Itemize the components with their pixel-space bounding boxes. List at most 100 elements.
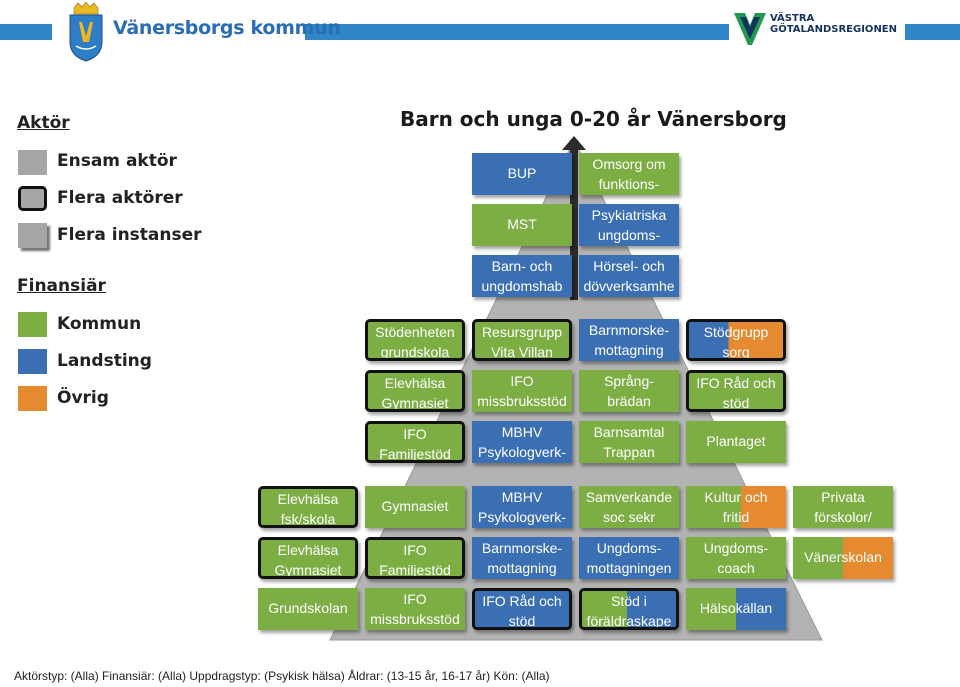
pyramid-center-spine: [570, 140, 578, 300]
box-line1: MBHV: [501, 489, 543, 505]
box-horsel-och-dovverksamhet[interactable]: Hörsel- och dövverksamhe: [579, 255, 679, 297]
box-ungdomscoach[interactable]: Ungdoms- coach: [686, 537, 786, 579]
box-line2: Familjestöd: [379, 562, 451, 578]
box-ifo-missbruksstod-upper[interactable]: IFO missbruksstöd: [472, 370, 572, 412]
box-line1: Gymnasiet: [381, 498, 449, 514]
legend-label-multi: Flera aktörer: [57, 188, 183, 208]
box-omsorg-om-funktions[interactable]: Omsorg om funktions-: [579, 153, 679, 195]
box-stodenheten-grundskola[interactable]: Stödenheten grundskola: [365, 319, 465, 361]
region-line-2: GÖTALANDSREGIONEN: [770, 24, 898, 35]
legend-swatch-kommun: [18, 312, 47, 337]
legend-label-instances: Flera instanser: [57, 225, 202, 245]
box-line1: IFO: [403, 591, 427, 607]
box-line2: Trappan: [603, 444, 655, 460]
box-line1: IFO: [510, 373, 534, 389]
box-privata-forskolor[interactable]: Privata förskolor/: [793, 486, 893, 528]
box-line1: Plantaget: [706, 433, 766, 449]
box-line2: missbruksstöd: [477, 393, 567, 409]
box-line1: Stöd i: [611, 593, 647, 609]
pyramid-arrow-head: [562, 136, 586, 150]
box-line2: mottagning: [487, 560, 557, 576]
box-line1: Stödgrupp: [703, 324, 769, 340]
box-ifo-rad-och-stod-lower[interactable]: IFO Råd och stöd: [472, 588, 572, 630]
box-mst[interactable]: MST: [472, 204, 572, 246]
box-psykiatriska-ungdoms[interactable]: Psykiatriska ungdoms-: [579, 204, 679, 246]
box-line2: Psykologverk-: [478, 444, 566, 460]
box-vanerskolan[interactable]: Vänerskolan: [793, 537, 893, 579]
box-line2: föräldraskape: [586, 613, 672, 629]
box-line1: Hälsokällan: [699, 600, 773, 616]
box-mbhv-psykologverk-lower[interactable]: MBHV Psykologverk-: [472, 486, 572, 528]
box-line2: sorg: [722, 344, 750, 360]
box-bup[interactable]: BUP: [472, 153, 572, 195]
legend-actor-heading: Aktör: [17, 113, 70, 133]
box-ifo-familjestod-upper[interactable]: IFO Familjestöd: [365, 421, 465, 463]
box-ifo-familjestod-lower[interactable]: IFO Familjestöd: [365, 537, 465, 579]
box-line2: missbruksstöd: [370, 611, 460, 627]
box-line1: IFO Råd och: [696, 375, 776, 391]
box-line1: IFO Råd och: [482, 593, 562, 609]
box-ungdomsmottagningen[interactable]: Ungdoms- mottagningen: [579, 537, 679, 579]
box-line2: mottagning: [594, 342, 664, 358]
diagram-title: Barn och unga 0-20 år Vänersborg: [400, 107, 787, 131]
box-line1: BUP: [507, 165, 537, 181]
box-plantaget[interactable]: Plantaget: [686, 421, 786, 463]
box-barnmorskemottagning-top[interactable]: Barnmorske- mottagning: [579, 319, 679, 361]
box-line2: dövverksamhe: [583, 278, 675, 294]
legend-swatch-instances: [18, 223, 47, 248]
legend-label-ovrig: Övrig: [57, 388, 109, 408]
box-gymnasiet[interactable]: Gymnasiet: [365, 486, 465, 528]
box-stodgrupp-sorg[interactable]: Stödgrupp sorg: [686, 319, 786, 361]
box-grundskolan[interactable]: Grundskolan: [258, 588, 358, 630]
header-band-left: [0, 24, 52, 40]
box-line1: Hörsel- och: [593, 258, 665, 274]
filter-summary: Aktörstyp: (Alla) Finansiär: (Alla) Uppd…: [14, 669, 550, 683]
box-line1: IFO: [403, 426, 427, 442]
box-elevhalsa-fsk-skola[interactable]: Elevhälsa fsk/skola: [258, 486, 358, 528]
box-barn-och-ungdomshab[interactable]: Barn- och ungdomshab: [472, 255, 572, 297]
region-line-1: VÄSTRA: [770, 13, 815, 24]
box-line1: Privata: [821, 489, 865, 505]
box-kultur-och-fritid[interactable]: Kultur och fritid: [686, 486, 786, 528]
box-line1: Elevhälsa: [384, 375, 446, 391]
box-barnsamtal-trappan[interactable]: Barnsamtal Trappan: [579, 421, 679, 463]
box-line1: Barnsamtal: [593, 424, 665, 440]
box-line1: Elevhälsa: [277, 542, 339, 558]
box-elevhalsa-gymnasiet-lower[interactable]: Elevhälsa Gymnasiet: [258, 537, 358, 579]
box-ifo-missbruksstod-lower[interactable]: IFO missbruksstöd: [365, 588, 465, 630]
box-line1: Ungdoms-: [596, 540, 662, 556]
box-resursgrupp-vita-villan[interactable]: Resursgrupp Vita Villan: [472, 319, 572, 361]
box-line1: Samverkande: [585, 489, 673, 505]
box-line1: MBHV: [501, 424, 543, 440]
box-mbhv-psykologverk-upper[interactable]: MBHV Psykologverk-: [472, 421, 572, 463]
box-ifo-rad-och-stod-upper[interactable]: IFO Råd och stöd: [686, 370, 786, 412]
box-line1: Språng-: [604, 373, 654, 389]
box-line1: Psykiatriska: [591, 207, 667, 223]
coat-of-arms-logo: [66, 1, 106, 62]
box-line2: Vita Villan: [491, 344, 553, 360]
box-barnmorskemottagning-lower[interactable]: Barnmorske- mottagning: [472, 537, 572, 579]
box-line2: coach: [717, 560, 755, 576]
legend-label-landsting: Landsting: [57, 351, 152, 371]
box-line1: Ungdoms-: [703, 540, 769, 556]
box-line1: Barnmorske-: [588, 322, 670, 338]
box-line2: stöd: [508, 613, 536, 629]
box-line1: Omsorg om: [592, 156, 666, 172]
box-line2: funktions-: [598, 176, 660, 192]
box-line2: förskolor/: [814, 509, 872, 525]
box-line1: Barn- och: [491, 258, 553, 274]
box-samverkande-soc-sekr[interactable]: Samverkande soc sekr: [579, 486, 679, 528]
brand-name: Vänersborgs kommun: [113, 17, 341, 39]
box-stod-i-foraldraskap[interactable]: Stöd i föräldraskape: [579, 588, 679, 630]
vgr-logo-icon: [732, 9, 768, 49]
box-elevhalsa-gymnasiet-upper[interactable]: Elevhälsa Gymnasiet: [365, 370, 465, 412]
box-line2: soc sekr: [602, 509, 656, 525]
header-band-middle: [305, 24, 729, 40]
legend-label-kommun: Kommun: [57, 314, 142, 334]
box-line2: stöd: [722, 395, 750, 411]
box-sprangbradan[interactable]: Språng- brädan: [579, 370, 679, 412]
box-line2: fritid: [722, 509, 750, 525]
box-line1: Kultur och: [704, 489, 768, 505]
box-line2: Gymnasiet: [274, 562, 342, 578]
box-halsokallan[interactable]: Hälsokällan: [686, 588, 786, 630]
